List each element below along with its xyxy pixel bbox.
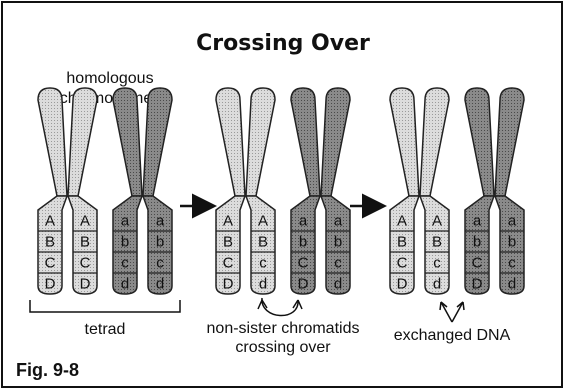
chromatid-upper-arm [321,88,350,196]
allele-label: a [334,213,343,230]
allele-label: D [397,276,408,293]
allele-label: c [334,255,342,272]
allele-label: D [80,276,91,293]
chromatid-upper-arm [465,88,494,196]
allele-label: C [298,255,309,272]
allele-label: B [45,234,55,251]
allele-label: a [508,213,517,230]
allele-label: c [508,255,516,272]
figure-number: Fig. 9-8 [16,360,79,380]
allele-label: b [156,234,164,251]
chromatid-upper-arm [495,88,524,196]
chromatid-upper-arm [68,88,97,196]
tetrad-label: tetrad [85,321,126,338]
allele-label: c [259,255,267,272]
allele-label: c [433,255,441,272]
allele-label: c [156,255,164,272]
nonsister-label-line2: crossing over [235,339,331,356]
allele-label: d [508,276,516,293]
page-title: Crossing Over [196,31,370,56]
allele-label: a [121,213,130,230]
allele-label: b [299,234,307,251]
allele-label: C [472,255,483,272]
allele-label: A [432,213,442,230]
allele-label: b [334,234,342,251]
allele-label: B [432,234,442,251]
allele-label: a [473,213,482,230]
allele-label: d [433,276,441,293]
allele-label: C [80,255,91,272]
allele-label: A [45,213,55,230]
allele-label: d [334,276,342,293]
chromatid-upper-arm [143,88,172,196]
allele-label: A [80,213,90,230]
allele-label: A [397,213,407,230]
allele-label: c [121,255,129,272]
allele-label: d [121,276,129,293]
crossover-curve [262,298,298,316]
allele-label: b [121,234,129,251]
allele-label: D [223,276,234,293]
allele-label: A [223,213,233,230]
allele-label: B [80,234,90,251]
allele-label: C [223,255,234,272]
allele-label: B [258,234,268,251]
chromatid-upper-arm [420,88,449,196]
allele-label: D [298,276,309,293]
allele-label: b [473,234,481,251]
allele-label: a [299,213,308,230]
allele-label: C [397,255,408,272]
exchanged-label: exchanged DNA [394,327,511,344]
allele-label: a [156,213,165,230]
chromatid-upper-arm [38,88,67,196]
allele-label: A [258,213,268,230]
chromatid-upper-arm [291,88,320,196]
chromatid-upper-arm [216,88,245,196]
allele-label: d [156,276,164,293]
chromatid: ABCD [68,88,97,294]
allele-label: B [397,234,407,251]
homologous-label-line1: homologous [66,70,153,87]
allele-label: b [508,234,516,251]
chromatid-upper-arm [113,88,142,196]
allele-label: B [223,234,233,251]
allele-label: D [45,276,56,293]
tetrad-bracket [30,300,180,312]
allele-label: D [472,276,483,293]
allele-label: C [45,255,56,272]
chromatid-upper-arm [246,88,275,196]
allele-label: d [259,276,267,293]
nonsister-label-line1: non-sister chromatids [207,320,360,337]
chromatid-upper-arm [390,88,419,196]
